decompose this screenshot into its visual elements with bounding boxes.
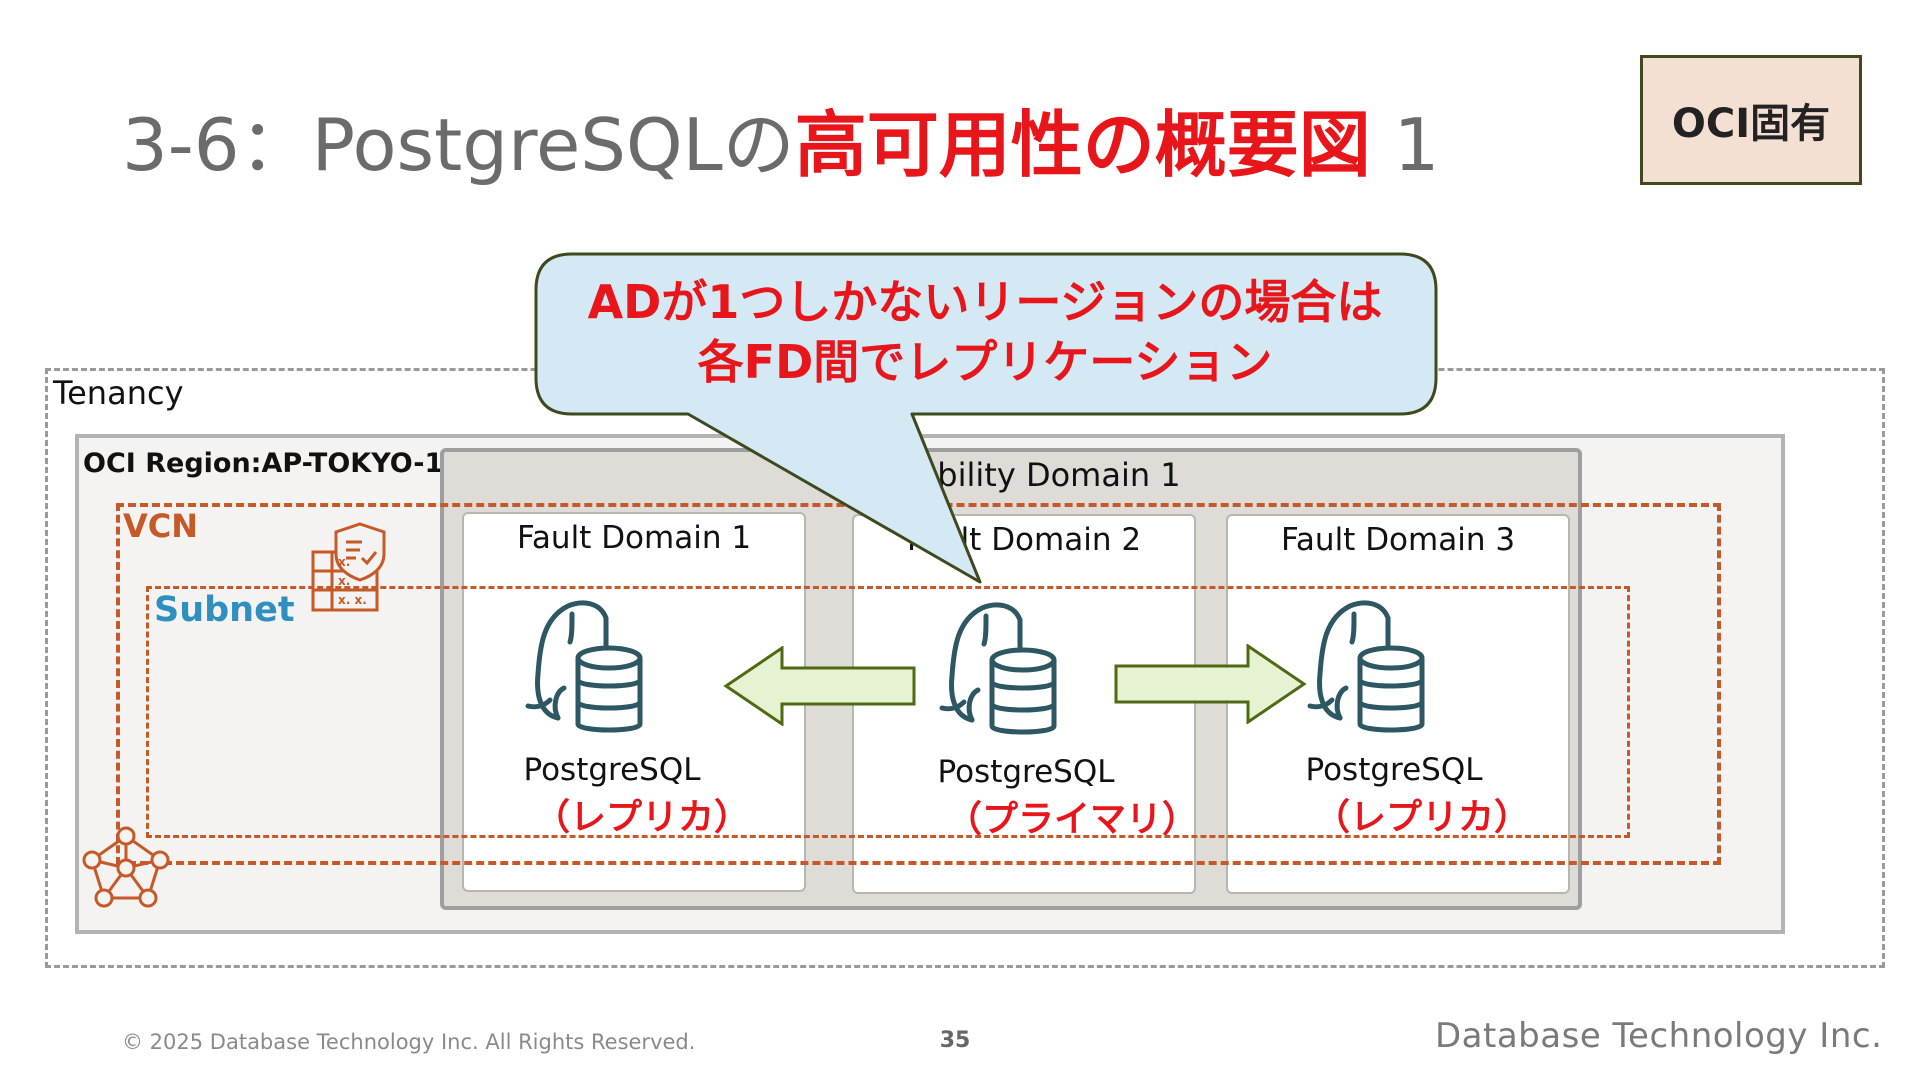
replication-arrow-left [723,646,916,726]
svg-text:x. x.: x. x. [338,593,367,607]
page-number: 35 [939,1028,971,1053]
subnet-box [146,586,1630,838]
callout-line-1: ADが1つしかないリージョンの場合は [587,275,1383,329]
company-logo-text: Database Technology Inc. [1435,1016,1883,1056]
copyright-text: © 2025 Database Technology Inc. All Righ… [122,1030,696,1054]
callout-line-2: 各FD間でレプリケーション [697,335,1273,389]
svg-text:x.: x. [338,574,350,588]
vcn-network-icon [82,826,170,908]
title-highlight: 高可用性の概要図 [794,103,1371,187]
replication-arrow-right [1114,644,1307,724]
db-name-fd2: PostgreSQL [937,754,1115,790]
db-name-fd3: PostgreSQL [1305,752,1483,788]
tenancy-label: Tenancy [53,374,184,412]
title-suffix: 1 [1370,103,1440,187]
postgresql-icon [939,602,1057,735]
db-name-fd1: PostgreSQL [523,752,701,788]
db-role-fd1: （レプリカ） [533,797,750,838]
page-title: 3-6：PostgreSQLの高可用性の概要図 1 [122,100,1439,190]
vcn-label: VCN [123,507,199,545]
callout-text: ADが1つしかないリージョンの場合は 各FD間でレプリケーション [540,272,1430,392]
db-role-fd3: （レプリカ） [1313,797,1530,838]
security-list-icon: x. x. x. x. [311,522,386,612]
region-label: OCI Region:AP-TOKYO-1 [83,448,444,479]
title-prefix: 3-6：PostgreSQLの [122,103,795,187]
callout-bubble [534,252,1438,584]
postgresql-icon [1307,600,1425,733]
subnet-label: Subnet [154,590,295,630]
svg-text:x.: x. [338,555,350,569]
fault-domain-1-label: Fault Domain 1 [516,520,752,556]
fault-domain-3-label: Fault Domain 3 [1280,522,1516,558]
oci-specific-badge: OCI固有 [1640,55,1862,185]
db-role-fd2: （プライマリ） [945,799,1198,840]
postgresql-icon [525,600,643,733]
